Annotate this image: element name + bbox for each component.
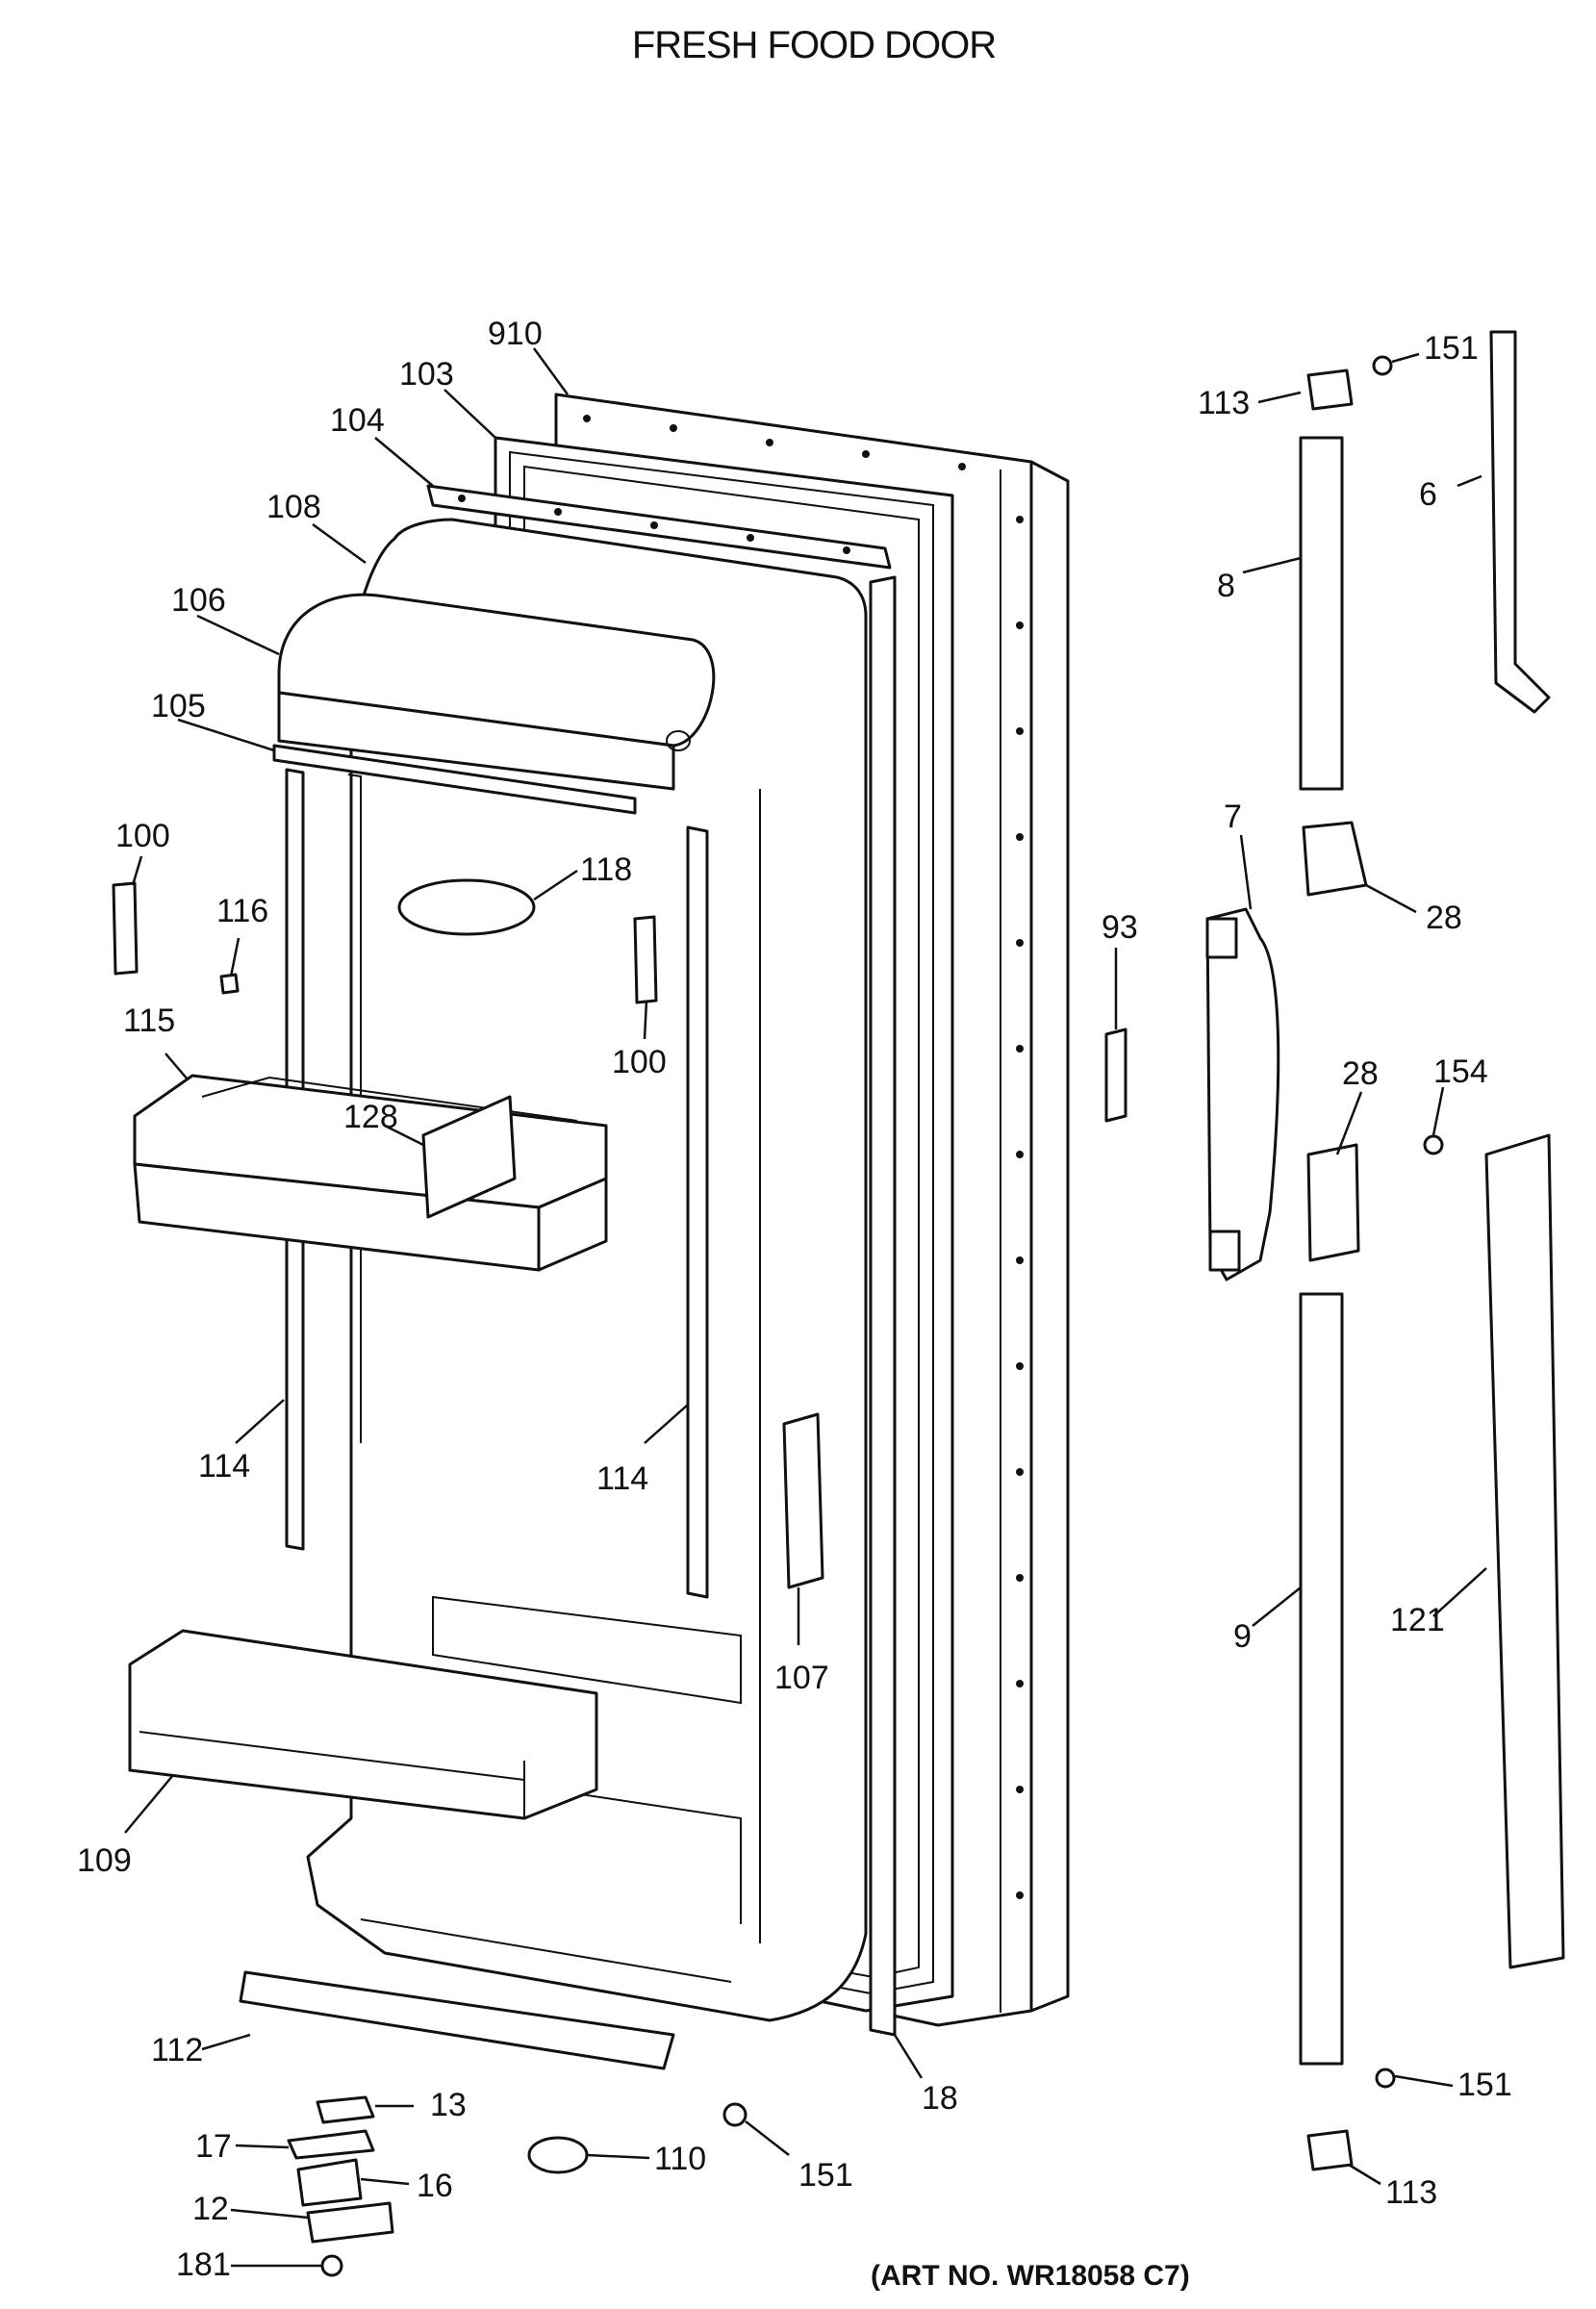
lower-door-bin [128,1629,598,1820]
callout-128: 128 [343,1099,398,1135]
callout-28-lower: 28 [1342,1055,1379,1092]
callout-115: 115 [123,1002,175,1039]
callout-110: 110 [654,2141,706,2177]
screw-154 [1423,1134,1444,1155]
callout-113-top: 113 [1198,385,1250,421]
hinge-plate [306,2201,394,2244]
bin-divider [421,1095,517,1219]
callout-116: 116 [216,893,268,929]
callout-18: 18 [922,2080,958,2117]
clip-left [112,881,139,976]
callout-100-left: 100 [115,818,170,854]
cover-strip [869,575,897,2037]
hinge-screw [320,2254,343,2277]
callout-labels: 910 103 104 108 106 105 100 116 115 128 … [77,316,1512,2283]
screw-bottom-right [1375,2068,1396,2089]
callout-107: 107 [774,1660,829,1696]
dairy-trim [272,744,637,815]
hinge-shim [316,2095,375,2124]
breaker-strip [426,484,892,570]
upper-mounting-bar [1299,436,1344,791]
lower-handle-trim [1484,1133,1565,1969]
callout-114-right: 114 [596,1460,648,1497]
callout-13: 13 [430,2087,467,2123]
side-trim-piece [782,1412,824,1589]
callout-151-right: 151 [1457,2067,1512,2103]
upper-handle-trim [1489,330,1551,714]
callout-9: 9 [1233,1618,1252,1655]
screw-top-right [1372,355,1393,376]
callout-113-bottom: 113 [1385,2174,1437,2211]
upper-bracket [1302,821,1368,897]
callout-114-left: 114 [198,1448,250,1484]
door-cam [527,2136,589,2174]
callout-121: 121 [1390,1602,1445,1638]
lower-mounting-bar [1299,1292,1344,2066]
callout-12: 12 [192,2191,229,2227]
dairy-door [277,593,716,791]
callout-103: 103 [399,356,454,393]
callout-17: 17 [195,2128,232,2165]
callout-93: 93 [1102,909,1138,946]
door-screw [722,2102,747,2127]
lower-bracket [1306,1143,1360,1262]
hinge-washer [287,2129,375,2160]
bottom-trim [239,1970,675,2070]
callout-105: 105 [151,688,206,724]
callout-151-top: 151 [1424,330,1479,367]
nameplate [1104,1028,1127,1123]
callout-108: 108 [266,489,321,525]
callout-151-bottom: 151 [798,2157,853,2194]
callout-106: 106 [171,582,226,619]
callout-100-right: 100 [612,1044,667,1080]
callout-104: 104 [330,402,385,439]
callout-7: 7 [1224,799,1242,835]
lower-hinge-cap [1306,2129,1354,2171]
callout-16: 16 [417,2168,453,2204]
clip-right [633,915,658,1004]
shelf-support-right [686,825,709,1599]
art-number: (ART NO. WR18058 C7) [871,2260,1190,2292]
callout-181: 181 [176,2246,231,2283]
callout-910: 910 [488,316,543,352]
oval-bin [397,878,536,936]
diagram-title: FRESH FOOD DOOR [632,24,996,66]
callout-112: 112 [151,2032,203,2068]
hinge-bushing [296,2158,363,2207]
callout-6: 6 [1419,476,1437,513]
callout-154: 154 [1433,1053,1488,1090]
callout-28-upper: 28 [1426,900,1462,936]
leader-lines [124,347,1487,2268]
door-handle [1205,907,1280,1281]
callout-109: 109 [77,1842,132,1879]
upper-hinge-cap [1306,368,1354,411]
callout-118: 118 [580,851,632,888]
shelf-stop [219,973,240,995]
callout-8: 8 [1217,568,1235,604]
